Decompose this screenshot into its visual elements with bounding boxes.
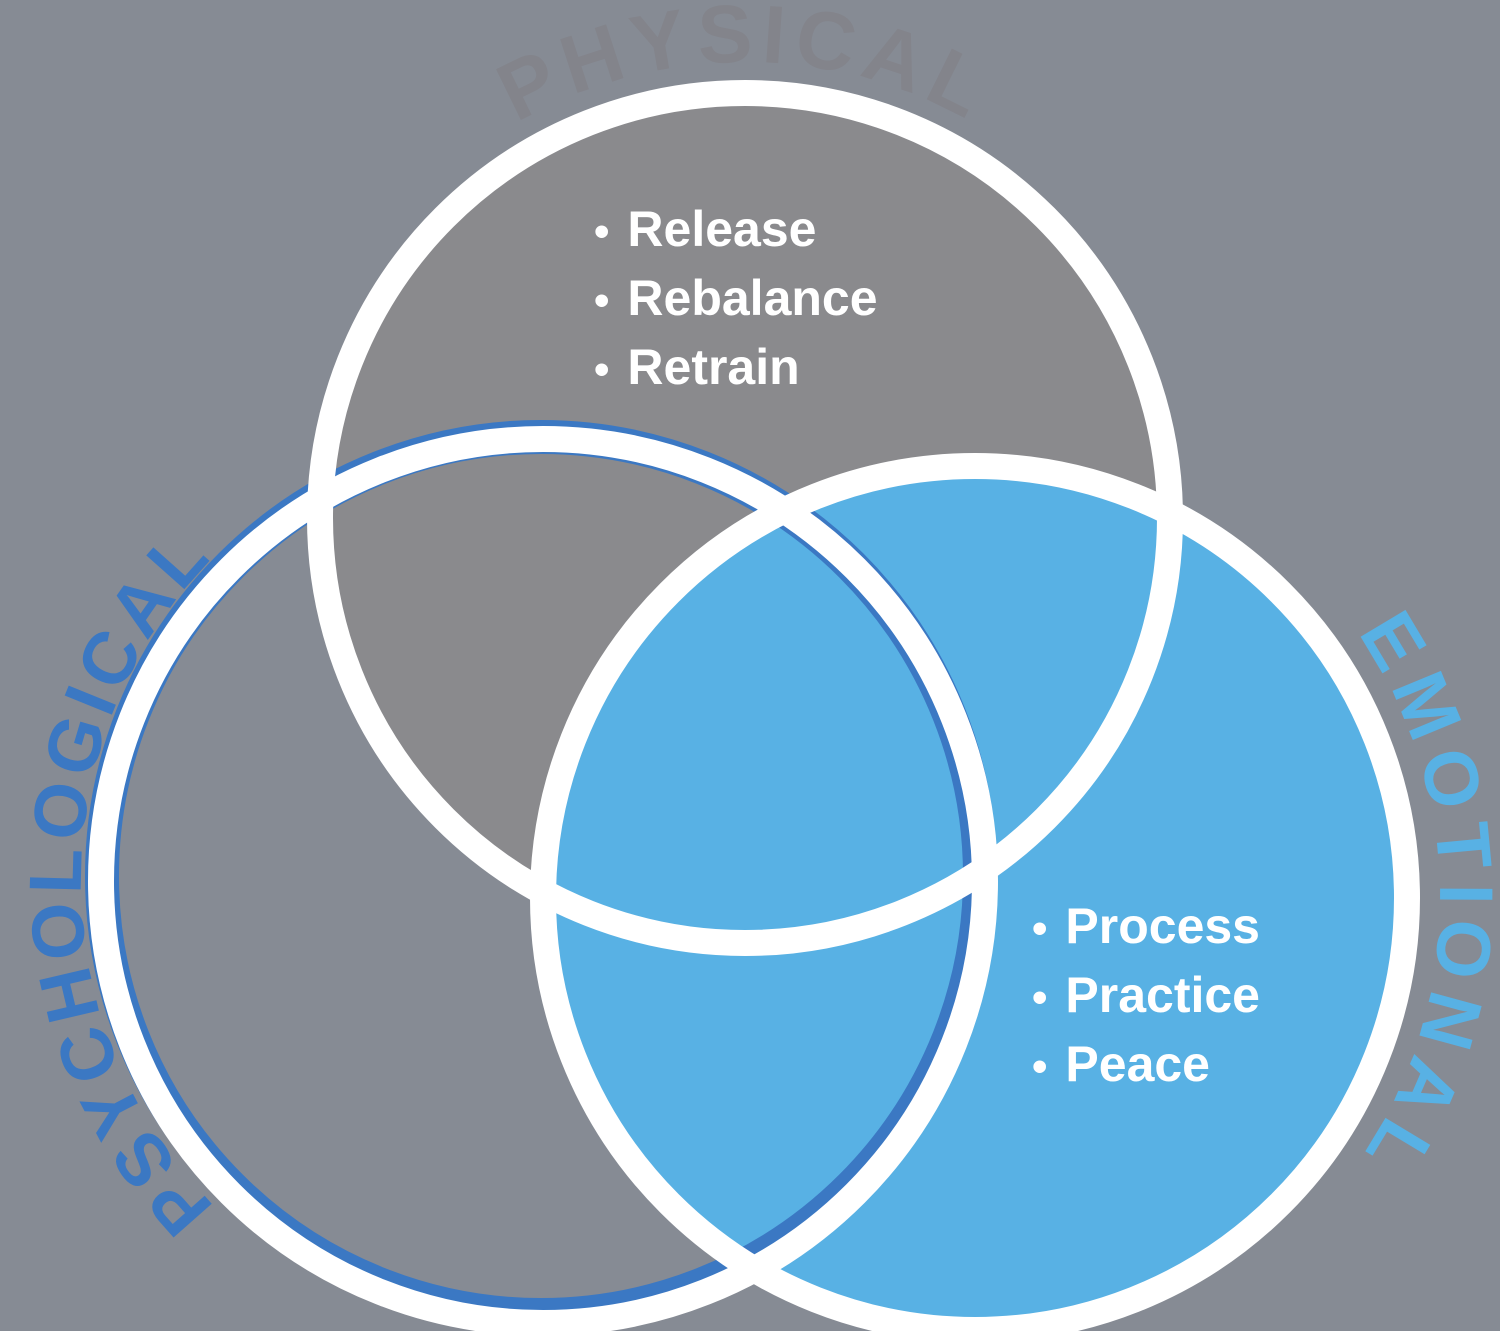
bullet-icon: • xyxy=(594,207,610,256)
list-item-label: Process xyxy=(1065,898,1260,954)
list-item-label: Rebalance xyxy=(627,270,878,326)
list-item: • Peace xyxy=(1032,1031,1260,1100)
list-item: • Practice xyxy=(1032,962,1260,1031)
physical-items-list: • Release • Rebalance • Retrain xyxy=(594,196,878,403)
list-item: • Retrain xyxy=(594,334,878,403)
list-item: • Process xyxy=(1032,893,1260,962)
psychological-circle-ring xyxy=(88,426,998,1331)
list-item-label: Peace xyxy=(1065,1036,1210,1092)
list-item-label: Practice xyxy=(1065,967,1260,1023)
list-item: • Release xyxy=(594,196,878,265)
bullet-icon: • xyxy=(1032,1042,1048,1091)
bullet-icon: • xyxy=(594,345,610,394)
list-item: • Rebalance xyxy=(594,265,878,334)
bullet-icon: • xyxy=(1032,973,1048,1022)
emotional-items-list: • Process • Practice • Peace xyxy=(1032,893,1260,1100)
list-item-label: Retrain xyxy=(627,339,800,395)
bullet-icon: • xyxy=(594,276,610,325)
emotional-circle-ring xyxy=(530,453,1420,1331)
list-item-label: Release xyxy=(627,201,817,257)
bullet-icon: • xyxy=(1032,904,1048,953)
